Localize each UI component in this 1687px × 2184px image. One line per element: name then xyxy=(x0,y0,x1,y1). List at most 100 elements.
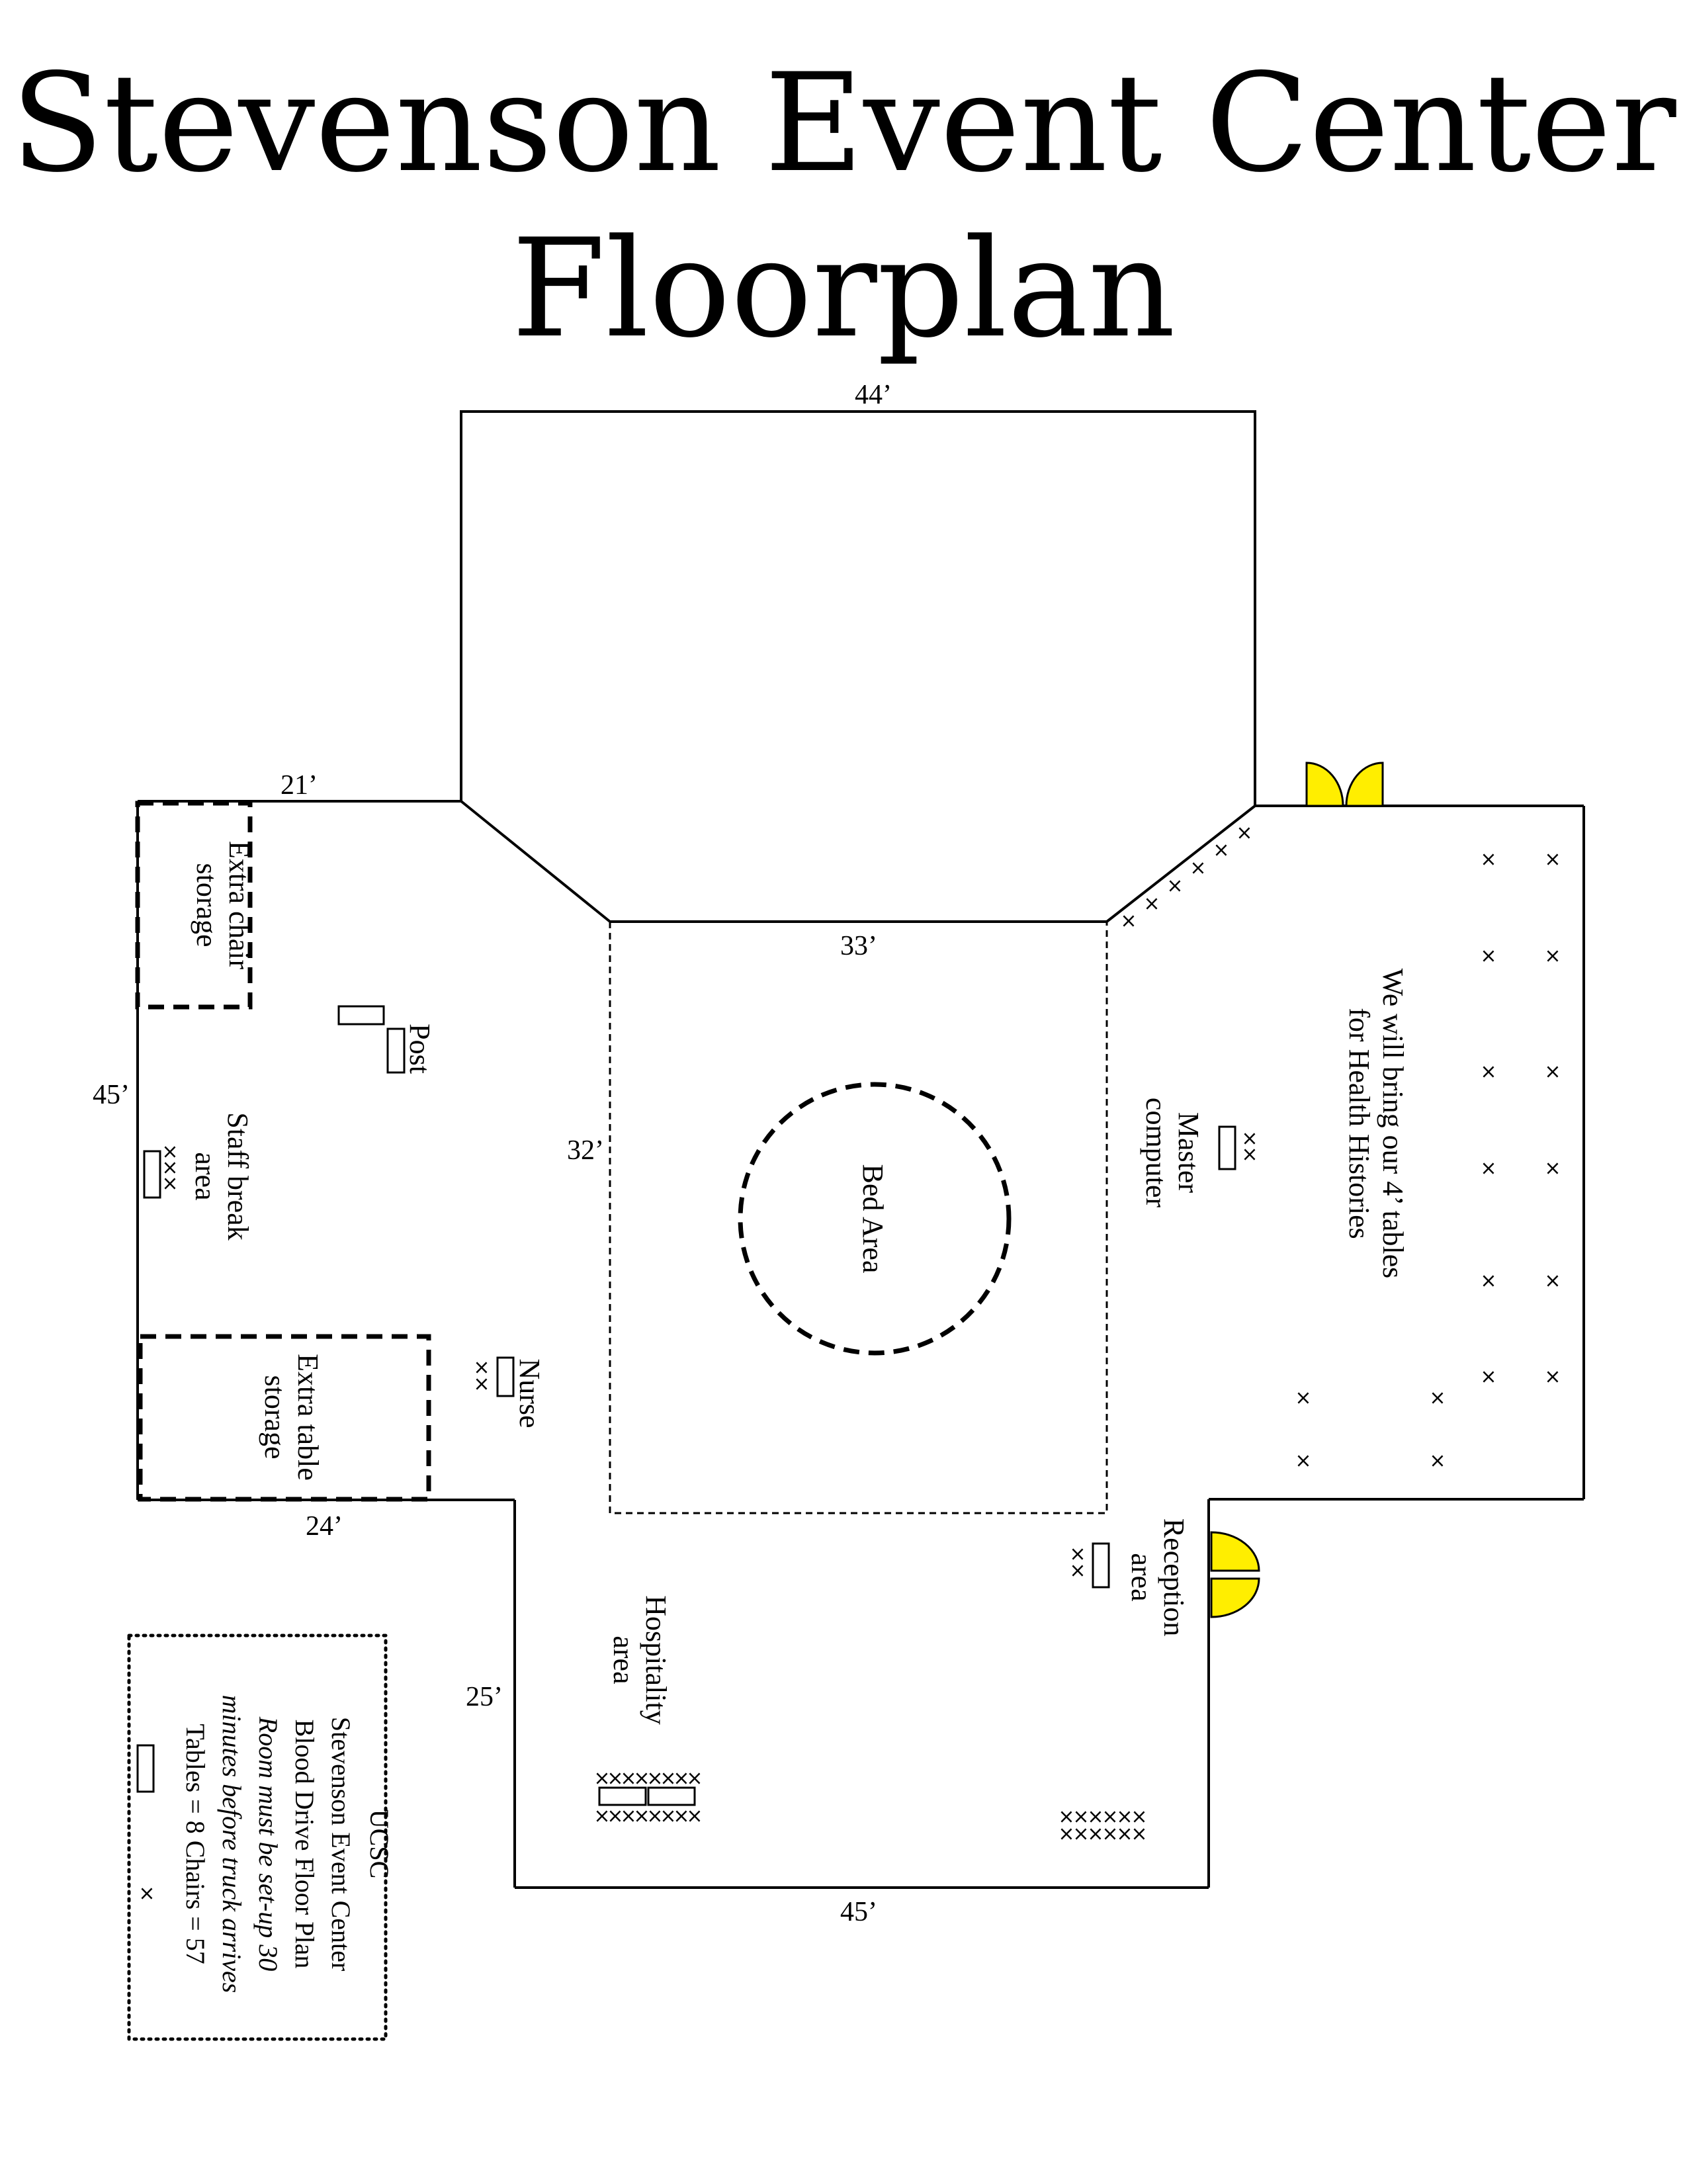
chair-mark: × xyxy=(633,1805,650,1828)
door-top-right-icon xyxy=(1305,762,1384,807)
chair-marks: ××××××××××××××××××××××××××××××××××××××××… xyxy=(138,822,1561,1905)
svg-text:Hospitality: Hospitality xyxy=(640,1595,672,1725)
chair-mark: × xyxy=(1087,1806,1103,1829)
master-computer-table xyxy=(1218,1125,1236,1170)
svg-text:Nurse: Nurse xyxy=(513,1358,546,1428)
svg-text:storage: storage xyxy=(191,863,223,947)
chair-mark: × xyxy=(1072,1823,1089,1846)
chair-mark: × xyxy=(473,1373,490,1396)
chair-mark: × xyxy=(161,1141,178,1164)
chair-mark: × xyxy=(1131,1823,1147,1846)
chair-mark: × xyxy=(1143,893,1160,916)
bed-area-circle xyxy=(738,1082,1012,1356)
chair-mark: × xyxy=(660,1767,676,1790)
chair-mark: × xyxy=(620,1767,636,1790)
chair-mark: × xyxy=(633,1767,650,1790)
chair-mark: × xyxy=(161,1172,178,1196)
legend-table-icon xyxy=(136,1744,155,1793)
dimension-inner-left: 32’ xyxy=(567,1135,604,1166)
door-reception-icon xyxy=(1210,1531,1260,1618)
post-label: Post xyxy=(404,1024,436,1074)
chair-mark: × xyxy=(1480,848,1496,871)
chair-mark: × xyxy=(1544,848,1561,871)
chair-mark: × xyxy=(1069,1543,1086,1566)
nurse-label: Nurse xyxy=(513,1358,546,1428)
health-histories-label: We will bring our 4’ tables for Health H… xyxy=(1343,969,1409,1279)
chair-mark: × xyxy=(660,1805,676,1828)
chair-mark: × xyxy=(1480,1157,1496,1180)
chair-mark: × xyxy=(138,1882,155,1905)
upper-room-wall xyxy=(460,410,1256,806)
hospitality-table-2 xyxy=(647,1786,696,1806)
chair-mark: × xyxy=(593,1805,610,1828)
legend-line-1: UCSC xyxy=(365,1810,394,1879)
chair-mark: × xyxy=(1480,1061,1496,1084)
chair-mark: × xyxy=(673,1805,689,1828)
chair-mark: × xyxy=(607,1805,623,1828)
chair-mark: × xyxy=(1544,1061,1561,1084)
chair-mark: × xyxy=(1131,1806,1147,1829)
chair-mark: × xyxy=(673,1767,689,1790)
chair-mark: × xyxy=(1241,1127,1258,1151)
svg-text:We will bring our 4’ tables: We will bring our 4’ tables xyxy=(1377,969,1409,1279)
chair-mark: × xyxy=(1295,1387,1311,1410)
chair-mark: × xyxy=(1116,1823,1133,1846)
svg-text:area: area xyxy=(189,1152,222,1200)
svg-text:area: area xyxy=(607,1636,640,1684)
chair-mark: × xyxy=(620,1805,636,1828)
hospitality-table-1 xyxy=(598,1786,647,1806)
chair-mark: × xyxy=(1102,1823,1118,1846)
svg-text:Extra chair: Extra chair xyxy=(223,841,255,970)
right-diagonal-wall xyxy=(1105,805,1256,923)
bed-area-label: Bed Area xyxy=(857,1164,889,1274)
legend-line-4: Room must be set-up 30 xyxy=(253,1716,283,1971)
legend-line-2: Stevenson Event Center xyxy=(326,1717,356,1971)
page-title-line-1: Stevenson Event Center xyxy=(11,45,1676,202)
chair-mark: × xyxy=(1429,1450,1446,1473)
dimension-left-wall: 45’ xyxy=(93,1080,130,1110)
dimension-lower-left: 24’ xyxy=(306,1511,343,1542)
dimension-lower-wall: 25’ xyxy=(466,1682,503,1712)
chair-mark: × xyxy=(473,1356,490,1379)
reception-label: Reception area xyxy=(1125,1518,1190,1636)
legend-box xyxy=(127,1634,388,2041)
svg-text:Extra table: Extra table xyxy=(292,1354,324,1481)
dimension-bottom: 45’ xyxy=(840,1897,877,1927)
chair-mark: × xyxy=(1102,1806,1118,1829)
chair-mark: × xyxy=(1480,945,1496,968)
dimension-top: 44’ xyxy=(855,380,892,410)
chair-storage-box xyxy=(135,801,253,1010)
legend-line-5: minutes before truck arrives xyxy=(217,1695,247,1993)
chair-mark: × xyxy=(1058,1823,1074,1846)
svg-text:Reception: Reception xyxy=(1158,1518,1190,1636)
chair-mark: × xyxy=(1544,1366,1561,1389)
chair-mark: × xyxy=(161,1157,178,1180)
svg-text:computer: computer xyxy=(1140,1098,1172,1208)
bed-zone-boundary xyxy=(609,922,1108,1514)
chair-mark: × xyxy=(686,1805,703,1828)
post-table-1 xyxy=(337,1005,385,1026)
chair-mark: × xyxy=(1069,1559,1086,1583)
chair-mark: × xyxy=(1190,857,1206,880)
chair-mark: × xyxy=(1087,1823,1103,1846)
chair-mark: × xyxy=(1116,1806,1133,1829)
svg-text:Bed Area: Bed Area xyxy=(857,1164,889,1274)
chair-mark: × xyxy=(1166,875,1183,898)
chair-mark: × xyxy=(686,1767,703,1790)
left-diagonal-wall xyxy=(460,800,611,923)
table-storage-label: Extra table storage xyxy=(259,1354,324,1481)
chair-mark: × xyxy=(1544,1157,1561,1180)
chair-mark: × xyxy=(1480,1366,1496,1389)
chair-mark: × xyxy=(1429,1387,1446,1410)
master-computer-label: Master computer xyxy=(1140,1098,1205,1208)
svg-text:Post: Post xyxy=(404,1024,436,1074)
dimension-inner-top: 33’ xyxy=(840,931,877,961)
chair-mark: × xyxy=(646,1767,663,1790)
legend-text: UCSC Stevenson Event Center Blood Drive … xyxy=(181,1695,394,1993)
hospitality-label: Hospitality area xyxy=(607,1595,672,1725)
chair-mark: × xyxy=(1544,945,1561,968)
chair-mark: × xyxy=(1236,822,1252,845)
svg-text:Master: Master xyxy=(1172,1112,1205,1194)
